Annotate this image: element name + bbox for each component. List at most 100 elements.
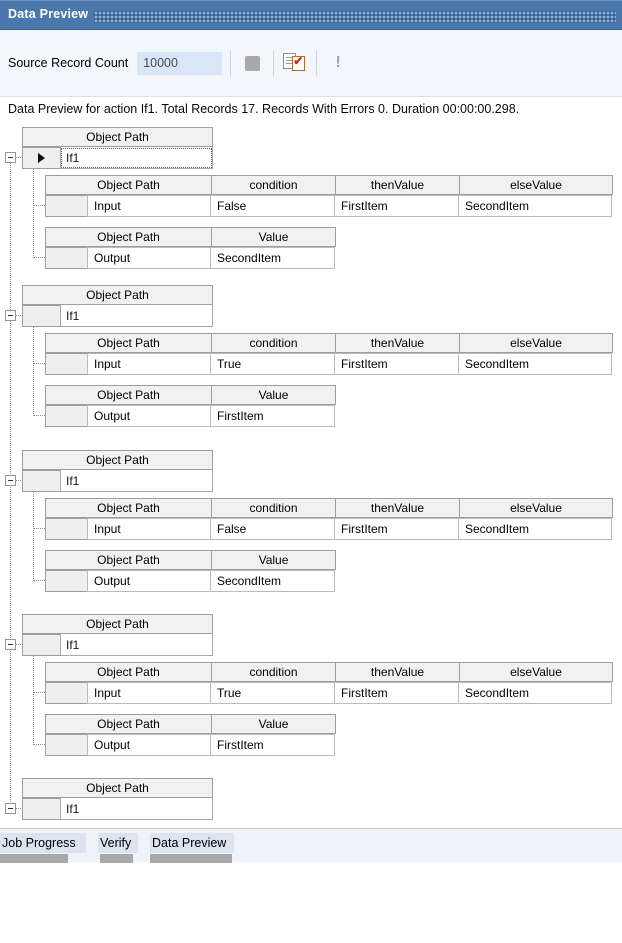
data-cell[interactable]: Input: [87, 518, 211, 540]
panel-titlebar[interactable]: Data Preview: [0, 0, 622, 30]
column-header[interactable]: thenValue: [335, 175, 460, 195]
data-cell[interactable]: SecondItem: [458, 682, 612, 704]
row-selector[interactable]: [45, 405, 88, 427]
row-selector[interactable]: [22, 634, 61, 656]
column-header[interactable]: Object Path: [45, 662, 212, 682]
object-path-header[interactable]: Object Path: [22, 127, 213, 147]
column-header[interactable]: elseValue: [459, 333, 613, 353]
column-header[interactable]: Object Path: [45, 550, 212, 570]
column-header[interactable]: Object Path: [45, 498, 212, 518]
data-cell[interactable]: Input: [87, 195, 211, 217]
data-cell[interactable]: SecondItem: [210, 570, 335, 592]
tab-job-progress[interactable]: Job Progress: [0, 829, 86, 863]
row-selector[interactable]: [22, 305, 61, 327]
column-header[interactable]: thenValue: [335, 498, 460, 518]
row-selector[interactable]: [45, 518, 88, 540]
data-cell[interactable]: Output: [87, 570, 211, 592]
data-cell[interactable]: FirstItem: [334, 353, 459, 375]
node-cell[interactable]: If1: [60, 470, 213, 492]
data-cell[interactable]: FirstItem: [334, 682, 459, 704]
column-header[interactable]: Object Path: [45, 333, 212, 353]
column-header[interactable]: elseValue: [459, 662, 613, 682]
row-selector[interactable]: [22, 798, 61, 820]
data-cell[interactable]: True: [210, 682, 335, 704]
data-cell[interactable]: True: [210, 353, 335, 375]
row-selector[interactable]: [45, 734, 88, 756]
data-cell[interactable]: SecondItem: [210, 247, 335, 269]
column-header[interactable]: Object Path: [45, 175, 212, 195]
source-record-count-input[interactable]: 10000: [137, 51, 223, 75]
titlebar-grip-texture: [94, 11, 616, 23]
collapse-toggle[interactable]: [5, 803, 16, 814]
node-cell[interactable]: If1: [60, 634, 213, 656]
tab-data-preview[interactable]: Data Preview: [150, 829, 234, 863]
column-header[interactable]: Value: [211, 227, 336, 247]
row-selector[interactable]: [45, 195, 88, 217]
column-header[interactable]: Object Path: [45, 385, 212, 405]
data-cell[interactable]: Input: [87, 353, 211, 375]
tree-connector: [33, 744, 45, 745]
errors-button[interactable]: !: [325, 50, 351, 76]
data-cell[interactable]: FirstItem: [210, 405, 335, 427]
row-selector[interactable]: [22, 147, 61, 169]
column-header[interactable]: elseValue: [459, 175, 613, 195]
tree-connector: [33, 257, 45, 258]
run-preview-button[interactable]: ✔: [282, 50, 308, 76]
column-header[interactable]: condition: [211, 662, 336, 682]
tab-verify[interactable]: Verify: [98, 829, 138, 863]
current-row-arrow-icon: [38, 153, 45, 163]
column-header[interactable]: condition: [211, 175, 336, 195]
node-cell[interactable]: If1: [60, 798, 213, 820]
column-header[interactable]: thenValue: [335, 333, 460, 353]
data-cell[interactable]: SecondItem: [458, 353, 612, 375]
node-cell[interactable]: If1: [60, 147, 213, 169]
column-header[interactable]: condition: [211, 498, 336, 518]
column-header[interactable]: elseValue: [459, 498, 613, 518]
node-cell[interactable]: If1: [60, 305, 213, 327]
stop-button[interactable]: [239, 50, 265, 76]
row-selector[interactable]: [45, 682, 88, 704]
tree-connector: [16, 157, 23, 158]
collapse-toggle[interactable]: [5, 639, 16, 650]
tab-underline: [100, 854, 133, 863]
data-cell[interactable]: False: [210, 195, 335, 217]
column-header[interactable]: Object Path: [45, 714, 212, 734]
data-cell[interactable]: Output: [87, 247, 211, 269]
column-header[interactable]: Value: [211, 714, 336, 734]
tree-connector: [16, 480, 23, 481]
object-path-header[interactable]: Object Path: [22, 285, 213, 305]
toolbar-separator: [273, 50, 275, 76]
object-path-header[interactable]: Object Path: [22, 614, 213, 634]
data-cell[interactable]: FirstItem: [210, 734, 335, 756]
row-selector[interactable]: [45, 570, 88, 592]
collapse-toggle[interactable]: [5, 152, 16, 163]
data-cell[interactable]: SecondItem: [458, 518, 612, 540]
column-header[interactable]: Value: [211, 550, 336, 570]
data-cell[interactable]: Output: [87, 734, 211, 756]
tree-connector: [33, 363, 45, 364]
collapse-toggle[interactable]: [5, 475, 16, 486]
data-cell[interactable]: False: [210, 518, 335, 540]
column-header[interactable]: condition: [211, 333, 336, 353]
row-selector[interactable]: [45, 247, 88, 269]
object-path-header[interactable]: Object Path: [22, 778, 213, 798]
column-header[interactable]: Object Path: [45, 227, 212, 247]
column-header[interactable]: thenValue: [335, 662, 460, 682]
row-selector[interactable]: [22, 470, 61, 492]
data-cell[interactable]: SecondItem: [458, 195, 612, 217]
data-cell[interactable]: Output: [87, 405, 211, 427]
object-path-header[interactable]: Object Path: [22, 450, 213, 470]
data-cell[interactable]: FirstItem: [334, 518, 459, 540]
row-selector[interactable]: [45, 353, 88, 375]
column-header[interactable]: Value: [211, 385, 336, 405]
data-cell[interactable]: FirstItem: [334, 195, 459, 217]
collapse-toggle[interactable]: [5, 310, 16, 321]
data-cell[interactable]: Input: [87, 682, 211, 704]
